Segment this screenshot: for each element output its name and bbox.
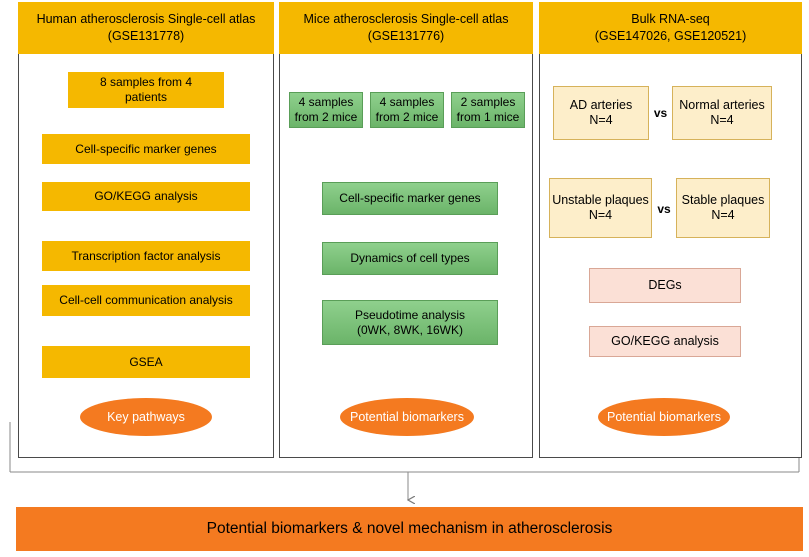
bulk-group-n: N=4 — [588, 208, 613, 222]
human-samples-label: 8 samples from 4 patients — [99, 75, 193, 104]
vs-text: vs — [657, 202, 671, 216]
conclusion-label: Potential biomarkers & novel mechanism i… — [206, 520, 613, 537]
human-step-marker-genes: Cell-specific marker genes — [42, 134, 250, 164]
vs-text: vs — [653, 106, 668, 120]
mice-sample-box-3: 2 samples from 1 mice — [451, 92, 525, 128]
bulk-degs-box: DEGs — [589, 268, 741, 303]
mice-sample-box-1: 4 samples from 2 mice — [289, 92, 363, 128]
bulk-degs-label: DEGs — [648, 278, 682, 292]
mice-pseudotime-title: Pseudotime analysis — [354, 307, 466, 322]
mice-sample-line2: from 2 mice — [375, 110, 439, 124]
mice-result-label: Potential biomarkers — [350, 410, 464, 424]
mice-panel-header: Mice atherosclerosis Single-cell atlas (… — [279, 2, 533, 54]
human-step-label: Cell-cell communication analysis — [59, 293, 233, 307]
human-result-label: Key pathways — [107, 410, 185, 424]
bulk-header-accession: (GSE147026, GSE120521) — [594, 29, 747, 43]
human-result-ellipse: Key pathways — [80, 398, 212, 436]
human-step-go-kegg: GO/KEGG analysis — [42, 182, 250, 211]
bulk-go-kegg-label: GO/KEGG analysis — [611, 334, 719, 348]
mice-panel — [279, 2, 533, 458]
bulk-header-title: Bulk RNA-seq — [631, 12, 710, 26]
human-panel — [18, 2, 274, 458]
mice-step-label: Dynamics of cell types — [350, 251, 470, 265]
bulk-group-name: Unstable plaques — [552, 193, 649, 207]
bulk-panel-header: Bulk RNA-seq (GSE147026, GSE120521) — [539, 2, 802, 54]
bulk-group-n: N=4 — [711, 208, 735, 222]
bulk-group-unstable-plaques: Unstable plaques N=4 — [549, 178, 652, 238]
human-step-label: Transcription factor analysis — [71, 248, 221, 263]
human-header-title: Human atherosclerosis Single-cell atlas — [36, 12, 256, 26]
mice-sample-line2: from 2 mice — [294, 110, 358, 124]
human-step-label: Cell-specific marker genes — [75, 141, 217, 156]
mice-step-marker-genes: Cell-specific marker genes — [322, 182, 498, 215]
human-step-label: GSEA — [129, 354, 163, 369]
human-step-label: GO/KEGG analysis — [94, 189, 198, 203]
bulk-group-n: N=4 — [589, 113, 613, 127]
human-step-transcription-factor: Transcription factor analysis — [42, 241, 250, 271]
bulk-go-kegg-box: GO/KEGG analysis — [589, 326, 741, 357]
mice-sample-line2: from 1 mice — [456, 110, 520, 124]
mice-sample-box-2: 4 samples from 2 mice — [370, 92, 444, 128]
mice-sample-line1: 4 samples — [379, 95, 435, 109]
bulk-group-name: Stable plaques — [681, 193, 765, 207]
human-samples-box: 8 samples from 4 patients — [68, 72, 224, 108]
conclusion-bar: Potential biomarkers & novel mechanism i… — [16, 507, 803, 551]
mice-step-dynamics: Dynamics of cell types — [322, 242, 498, 275]
bulk-result-ellipse: Potential biomarkers — [598, 398, 730, 436]
bulk-result-label: Potential biomarkers — [607, 410, 721, 424]
mice-header-accession: (GSE131776) — [367, 29, 445, 43]
mice-header-title: Mice atherosclerosis Single-cell atlas — [303, 12, 509, 26]
mice-step-label: Cell-specific marker genes — [339, 191, 481, 205]
bulk-group-name: Normal arteries — [679, 98, 765, 112]
human-step-gsea: GSEA — [42, 346, 250, 378]
mice-step-pseudotime: Pseudotime analysis (0WK, 8WK, 16WK) — [322, 300, 498, 345]
bulk-group-normal-arteries: Normal arteries N=4 — [672, 86, 772, 140]
human-step-cell-communication: Cell-cell communication analysis — [42, 285, 250, 316]
bulk-vs-label-1: vs — [649, 100, 672, 126]
bulk-vs-label-2: vs — [652, 196, 676, 222]
mice-result-ellipse: Potential biomarkers — [340, 398, 474, 436]
bulk-group-n: N=4 — [710, 113, 734, 127]
bulk-group-stable-plaques: Stable plaques N=4 — [676, 178, 770, 238]
bulk-group-ad-arteries: AD arteries N=4 — [553, 86, 649, 140]
bulk-group-name: AD arteries — [569, 98, 633, 112]
human-panel-header: Human atherosclerosis Single-cell atlas … — [18, 2, 274, 54]
human-header-accession: (GSE131778) — [107, 29, 185, 43]
mice-sample-line1: 2 samples — [460, 95, 516, 109]
mice-pseudotime-timepoints: (0WK, 8WK, 16WK) — [356, 322, 463, 337]
mice-sample-line1: 4 samples — [298, 95, 354, 109]
